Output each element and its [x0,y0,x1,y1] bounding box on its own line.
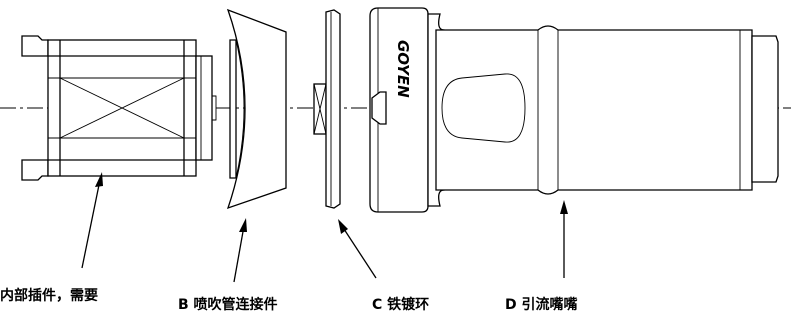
label-part-d: D 引流嘴嘴 [505,297,578,313]
label-part-a: 内部插件，需要 [0,288,98,304]
label-part-b: B 喷吹管连接件 [178,297,278,313]
part-a-inner-insert [21,35,217,181]
part-c-iron-ring [313,9,341,209]
part-b-connector [226,8,287,210]
part-d-nozzle [369,7,779,213]
brand-logo: GOYEN [394,40,412,98]
label-part-c: C 铁镀环 [372,297,430,313]
leader-arrows [81,172,568,283]
